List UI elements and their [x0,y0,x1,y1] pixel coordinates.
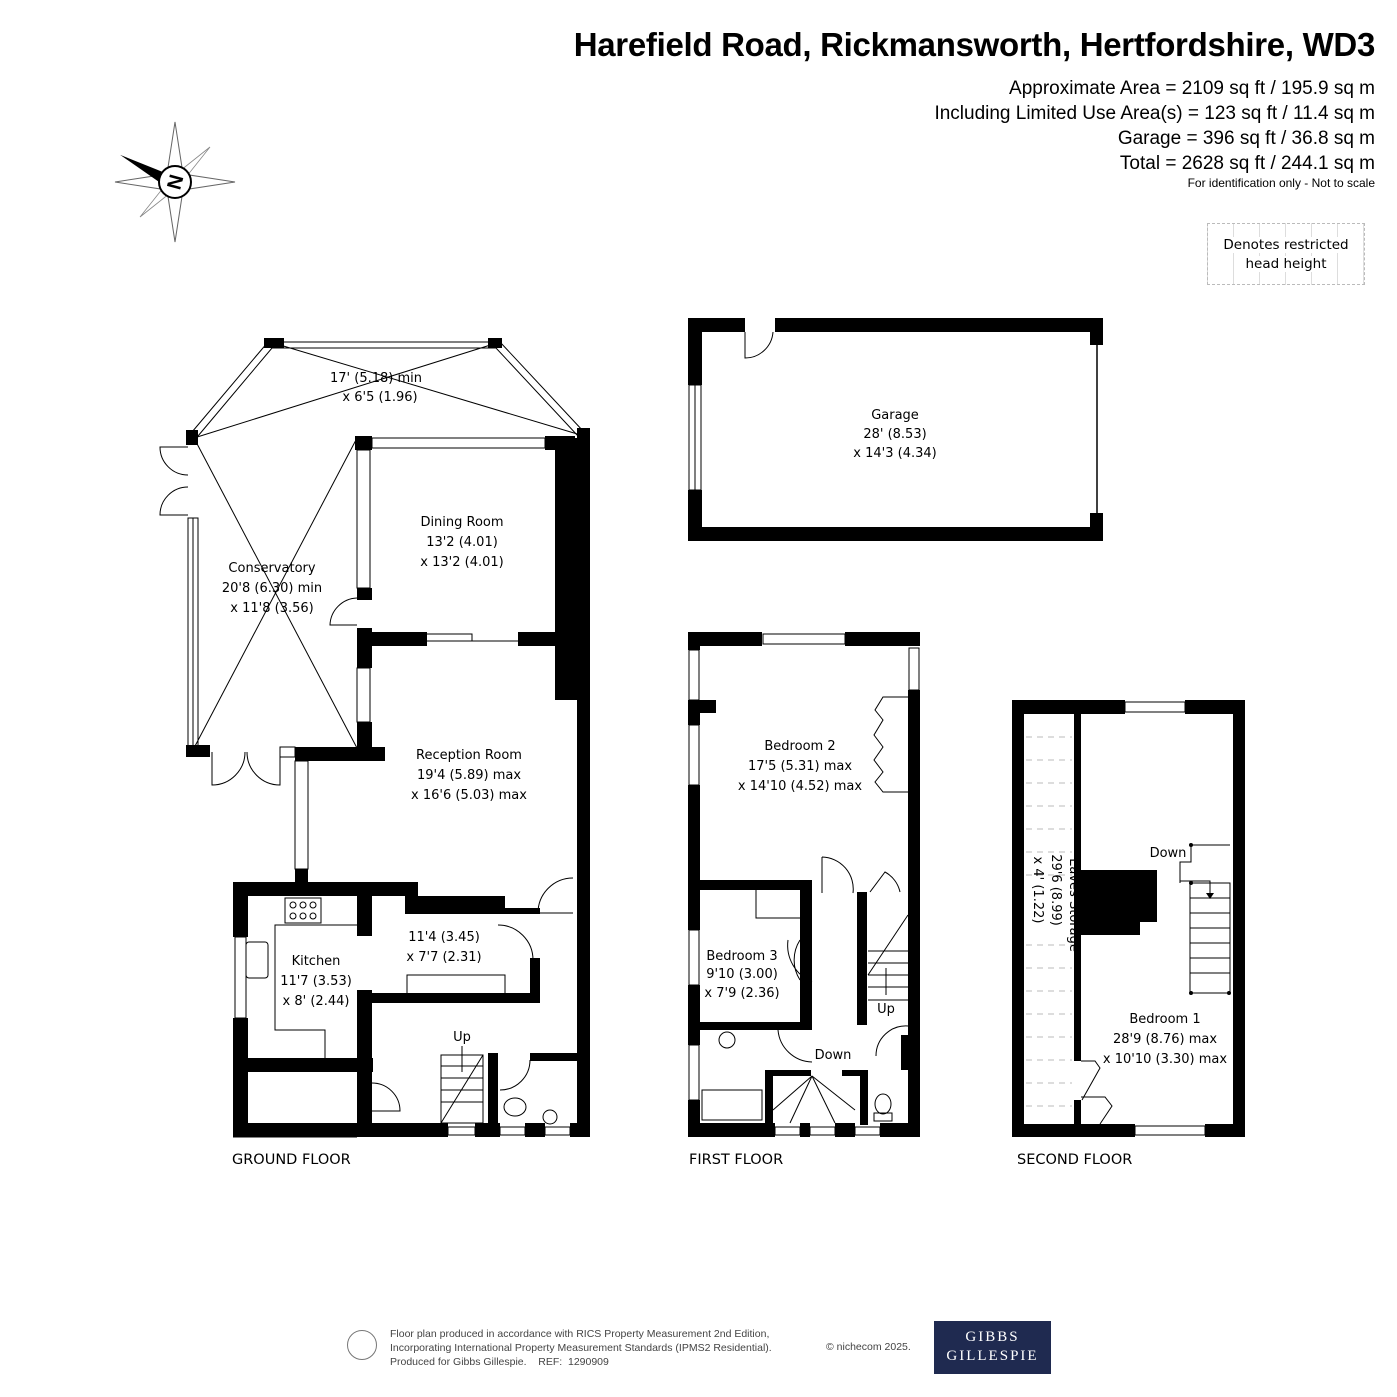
stairs-up-label: Up [453,1030,471,1045]
first-floor-label: FIRST FLOOR [689,1152,783,1168]
kitchen-label: Kitchen [292,954,341,969]
first-floor-labels: Bedroom 2 17'5 (5.31) max x 14'10 (4.52)… [689,739,895,1168]
stairs-down-label: Down [1150,846,1187,861]
bedroom-2-dim2: x 14'10 (4.52) max [738,779,862,794]
area-limited: Including Limited Use Area(s) = 123 sq f… [934,103,1375,124]
conservatory-dim2: x 11'8 (3.56) [230,601,313,616]
footer-line-1: Floor plan produced in accordance with R… [390,1328,770,1340]
dining-room-label: Dining Room [420,515,503,530]
garage-dim2: x 14'3 (4.34) [853,446,936,461]
restricted-height-legend: Denotes restricted head height [1207,223,1365,285]
bedroom-3-dim2: x 7'9 (2.36) [704,986,779,1001]
utility-dim1: 11'4 (3.45) [408,930,480,945]
second-floor-label: SECOND FLOOR [1017,1152,1132,1168]
area-summary: Approximate Area = 2109 sq ft / 195.9 sq… [934,76,1375,190]
area-garage: Garage = 396 sq ft / 36.8 sq m [1117,128,1375,149]
first-floor-plan [688,632,920,1137]
bedroom-3-dim1: 9'10 (3.00) [706,967,778,982]
area-approx: Approximate Area = 2109 sq ft / 195.9 sq… [1009,78,1375,99]
footer-disclaimer: Floor plan produced in accordance with R… [390,1327,772,1369]
stairs-up-label: Up [877,1002,895,1017]
copyright: © nichecom 2025. [826,1341,911,1353]
bedroom-2-label: Bedroom 2 [764,739,835,754]
scale-note: For identification only - Not to scale [1187,176,1375,190]
gibbs-gillespie-logo: GIBBS GILLESPIE [934,1321,1051,1374]
logo-line-2: GILLESPIE [946,1348,1039,1364]
second-floor-labels: Eaves Storage 29'6 (8.99) x 4' (1.22) Do… [1017,846,1227,1168]
sink-icon [245,941,269,979]
garage-plan [688,318,1103,541]
dining-room-dim2: x 13'2 (4.01) [420,555,503,570]
area-total: Total = 2628 sq ft / 244.1 sq m [1119,153,1375,174]
conservatory-bay-dim2: x 6'5 (1.96) [342,390,417,405]
eaves-storage-label: Eaves Storage [1066,858,1081,952]
conservatory-label: Conservatory [228,561,315,576]
logo-line-1: GIBBS [965,1329,1020,1345]
footer-line-3: Produced for Gibbs Gillespie. REF: 12909… [390,1356,609,1368]
stairs-down-label: Down [815,1048,852,1063]
second-floor-plan [1012,700,1245,1137]
person-icon [347,1330,377,1360]
bedroom-1-dim1: 28'9 (8.76) max [1113,1032,1217,1047]
kitchen-dim1: 11'7 (3.53) [280,974,352,989]
garage-label: Garage [871,408,919,423]
bedroom-1-label: Bedroom 1 [1129,1012,1200,1027]
footer-line-2: Incorporating International Property Mea… [390,1342,772,1354]
eaves-storage-dim2: x 4' (1.22) [1030,857,1045,924]
legend-line-1: Denotes restricted [1223,237,1349,253]
property-title: Harefield Road, Rickmansworth, Hertfords… [573,26,1376,63]
bedroom-3-label: Bedroom 3 [706,949,777,964]
compass-icon: N [114,121,236,243]
ground-floor-plan [159,338,590,1138]
ground-floor-labels: 17' (5.18) min x 6'5 (1.96) Conservatory… [222,371,527,1168]
dining-room-dim1: 13'2 (4.01) [426,535,498,550]
garage-dim1: 28' (8.53) [863,427,926,442]
north-label: N [163,172,188,192]
reception-room-label: Reception Room [416,748,522,763]
ground-floor-label: GROUND FLOOR [232,1152,351,1168]
bedroom-2-dim1: 17'5 (5.31) max [748,759,852,774]
eaves-storage-dim1: 29'6 (8.99) [1048,854,1063,926]
reception-room-dim2: x 16'6 (5.03) max [411,788,527,803]
legend-line-2: head height [1245,256,1327,272]
conservatory-dim1: 20'8 (6.30) min [222,581,322,596]
utility-dim2: x 7'7 (2.31) [406,950,481,965]
kitchen-dim2: x 8' (2.44) [283,994,350,1009]
reception-room-dim1: 19'4 (5.89) max [417,768,521,783]
conservatory-bay-dim1: 17' (5.18) min [330,371,422,386]
bedroom-1-dim2: x 10'10 (3.30) max [1103,1052,1227,1067]
